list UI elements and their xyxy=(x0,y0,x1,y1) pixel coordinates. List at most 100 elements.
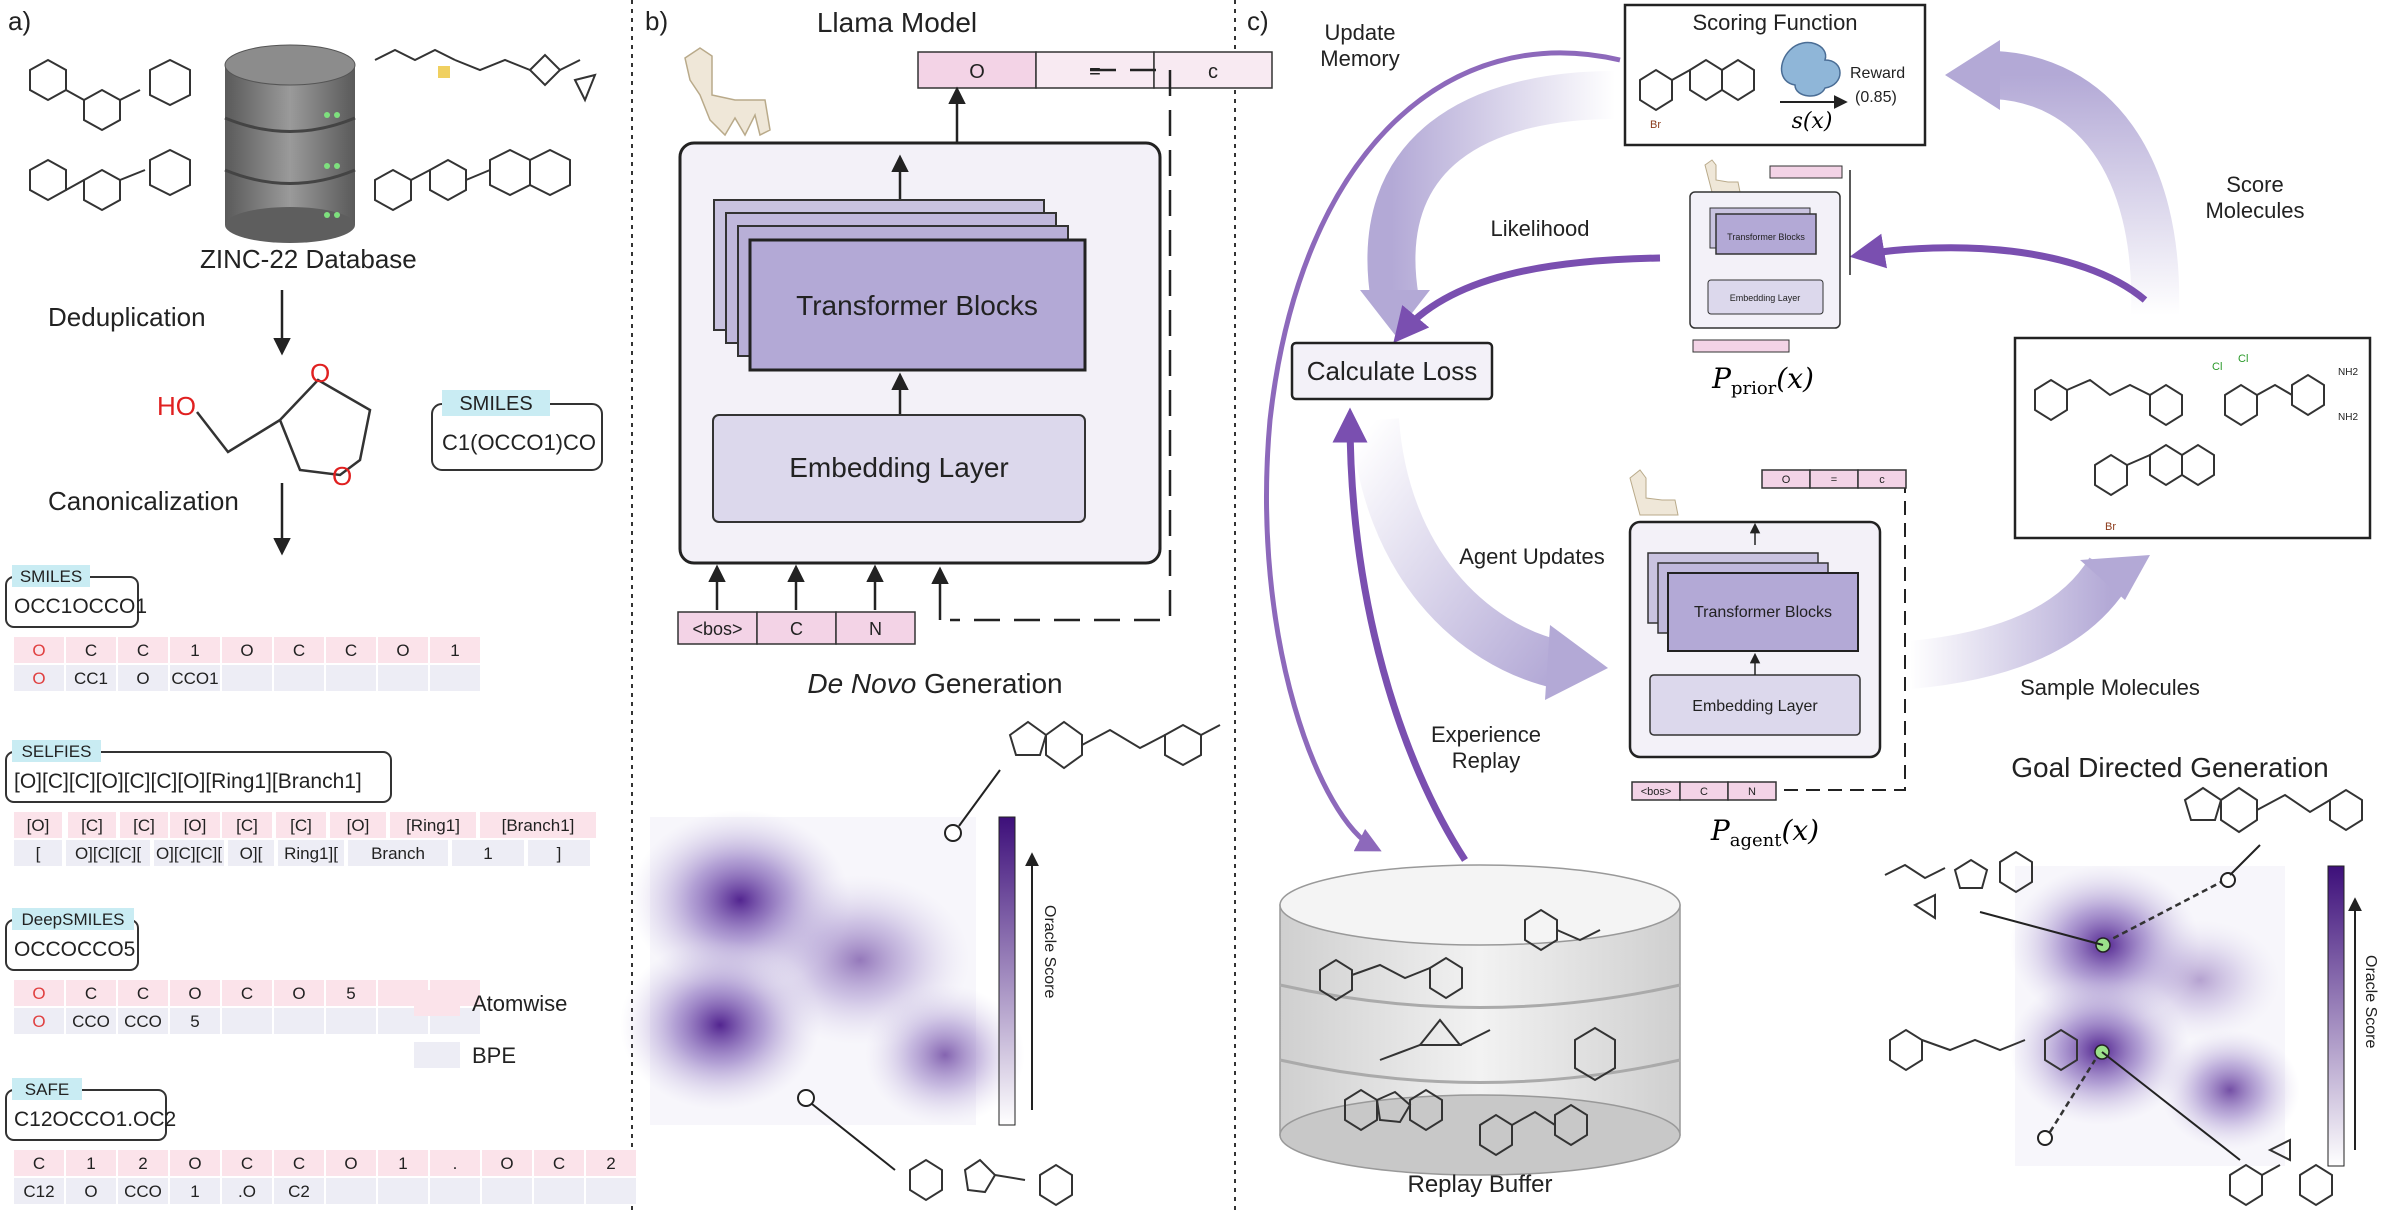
bpe-cell xyxy=(170,665,220,691)
atomwise-token: C xyxy=(137,984,149,1003)
atomwise-cell xyxy=(378,637,428,663)
score-molecules-l2: Molecules xyxy=(2205,198,2304,223)
sampled-cl-1: Cl xyxy=(2212,361,2222,373)
atomwise-token: [C] xyxy=(133,816,155,835)
molecule-sketch-3 xyxy=(374,48,597,103)
legend-atomwise: Atomwise xyxy=(472,991,567,1016)
smiles-callout-tag: SMILES xyxy=(459,393,532,415)
bpe-cell xyxy=(228,840,274,866)
goal-directed-density-plot: Oracle Score xyxy=(1979,844,2379,1167)
bpe-cell xyxy=(222,1178,272,1204)
bpe-cell xyxy=(430,665,480,691)
atomwise-cell xyxy=(170,980,220,1006)
sampled-molecule-1 xyxy=(2034,378,2183,427)
database-label: ZINC-22 Database xyxy=(200,244,417,274)
b-output-token: = xyxy=(1089,61,1101,83)
sample-molecules-arc xyxy=(1907,557,2131,689)
bpe-cell xyxy=(14,1008,64,1034)
c-output-token: = xyxy=(1831,474,1837,486)
atomwise-token: O xyxy=(500,1154,513,1173)
bpe-cell xyxy=(66,1178,116,1204)
bpe-cell xyxy=(528,840,590,866)
atomwise-token: C xyxy=(293,641,305,660)
transformer-blocks xyxy=(748,238,1087,372)
llama-model-title: Llama Model xyxy=(817,7,977,38)
repr-value: OCC1OCCO1 xyxy=(14,595,147,618)
atomwise-cell xyxy=(390,812,476,838)
bpe-cell xyxy=(222,665,272,691)
prior-transformer-label: Transformer Blocks xyxy=(1727,232,1805,242)
atomwise-token: O xyxy=(188,984,201,1003)
atomwise-cell xyxy=(14,980,64,1006)
atomwise-token: 2 xyxy=(606,1154,615,1173)
calculate-loss-box xyxy=(1290,341,1494,401)
deduplication-label: Deduplication xyxy=(48,302,206,332)
bpe-cell xyxy=(534,1178,584,1204)
panel-label-a: a) xyxy=(8,6,31,36)
c-output-token: O xyxy=(1782,474,1791,486)
atomwise-token: O xyxy=(344,1154,357,1173)
agent-updates-arrowhead xyxy=(1545,625,1608,700)
atomwise-cell xyxy=(482,1150,532,1176)
bpe-token: C12 xyxy=(23,1182,54,1201)
oxygen-label-1: O xyxy=(310,358,330,388)
bpe-cell xyxy=(14,665,64,691)
atomwise-token: 1 xyxy=(450,641,459,660)
atomwise-cell xyxy=(378,1150,428,1176)
atomwise-token: 1 xyxy=(86,1154,95,1173)
atomwise-token: [C] xyxy=(236,816,258,835)
atomwise-token: . xyxy=(453,1154,458,1173)
agent-updates-label: Agent Updates xyxy=(1459,544,1605,569)
bpe-cell xyxy=(326,1008,376,1034)
atomwise-token: C xyxy=(33,1154,45,1173)
atomwise-token: 1 xyxy=(190,641,199,660)
b-output-token: O xyxy=(969,61,985,83)
transformer-blocks-label: Transformer Blocks xyxy=(796,290,1038,321)
molecule-sketch-1 xyxy=(29,58,191,132)
atomwise-token: [O] xyxy=(27,816,50,835)
likelihood-arrow xyxy=(1393,254,1661,344)
atomwise-token: C xyxy=(345,641,357,660)
sampled-molecules-box xyxy=(2013,336,2372,540)
bpe-cell xyxy=(326,1178,376,1204)
bpe-cell xyxy=(170,1008,220,1034)
repr-value: OCCOCCO5 xyxy=(14,938,135,961)
oracle-score-label-b: Oracle Score xyxy=(1041,905,1058,998)
atomwise-cell xyxy=(326,980,376,1006)
b-input-cell xyxy=(677,611,758,645)
bpe-token: [ xyxy=(36,844,41,863)
agent-model: Transformer Blocks Embedding Layer xyxy=(1628,469,1906,791)
agent-embedding-label: Embedding Layer xyxy=(1692,698,1818,715)
atomwise-token: C xyxy=(241,984,253,1003)
prior-embedding-label: Embedding Layer xyxy=(1730,293,1801,303)
sample-molecules-label: Sample Molecules xyxy=(2020,675,2200,700)
atomwise-token: C xyxy=(137,641,149,660)
legend-bpe-swatch xyxy=(414,1042,460,1068)
repr-box xyxy=(5,1089,167,1141)
repr-tag-bg xyxy=(12,740,101,762)
llama-icon xyxy=(684,47,771,137)
c-input-token: N xyxy=(1748,786,1756,798)
smiles-callout: SMILES C1(OCCO1)CO xyxy=(431,390,603,471)
bpe-token: 1 xyxy=(190,1182,199,1201)
b-input-token: <bos> xyxy=(692,619,742,639)
agent-output-tokens: O=c xyxy=(1761,469,1907,489)
de-novo-italic: De Novo xyxy=(807,668,916,699)
protein-icon xyxy=(1780,41,1841,97)
bpe-token: CC1 xyxy=(74,669,108,688)
agent-fx: (x) xyxy=(1781,814,1819,847)
canonicalization-label: Canonicalization xyxy=(48,486,239,516)
atomwise-cell xyxy=(170,812,220,838)
canonical-molecule: HO O O xyxy=(157,358,372,491)
database-icon xyxy=(224,44,356,243)
atomwise-cell xyxy=(222,812,272,838)
repr-value: [O][C][C][O][C][C][O][Ring1][Branch1] xyxy=(14,770,362,793)
panel-b: b) Llama Model O=c Transformer Blocks Em… xyxy=(620,6,1273,1207)
bpe-cell xyxy=(482,1178,532,1204)
atomwise-cell xyxy=(274,637,324,663)
